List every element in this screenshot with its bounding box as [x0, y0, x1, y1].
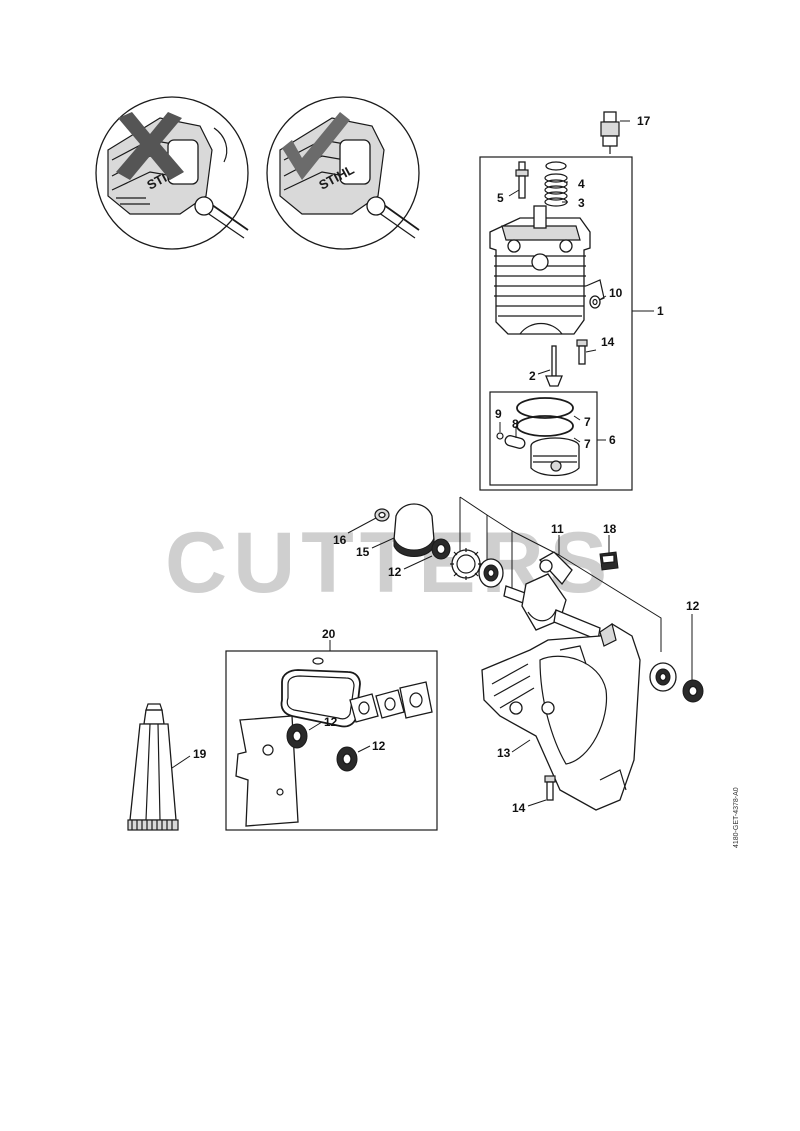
correct-orientation-illustration: STIHL [266, 96, 420, 250]
right-oil-seal-part [682, 679, 704, 703]
piston-ring-upper [516, 397, 574, 419]
callout-12-box-lower: 12 [372, 739, 386, 753]
callout-10: 10 [609, 286, 623, 300]
callout-11: 11 [551, 522, 564, 536]
piston-part [530, 437, 580, 477]
callout-14-upper: 14 [601, 335, 615, 349]
leader-lines [171, 120, 693, 807]
callout-8: 8 [512, 417, 519, 431]
callout-5: 5 [497, 191, 504, 205]
callout-12-box-upper: 12 [324, 715, 338, 729]
callout-19: 19 [193, 747, 207, 761]
callout-labels: 17 5 4 3 10 1 14 2 9 8 7 7 6 16 15 12 11… [193, 114, 700, 815]
wrong-cross-icon [116, 112, 184, 180]
ball-bearing-part [478, 558, 504, 588]
circlip-part [496, 432, 504, 440]
cylinder-part [489, 205, 605, 335]
clip-part [599, 551, 619, 571]
callout-4: 4 [578, 177, 585, 191]
callout-7-lower: 7 [584, 437, 591, 451]
piston-pin-part [504, 435, 526, 449]
callout-1: 1 [657, 304, 664, 318]
callout-9: 9 [495, 407, 502, 421]
piston-kit-frame [489, 391, 598, 486]
piston-ring-lower [516, 415, 574, 437]
grease-tube-part [127, 703, 179, 831]
callout-12-flywheel: 12 [388, 565, 402, 579]
washer-part [589, 295, 601, 309]
callout-7-upper: 7 [584, 415, 591, 429]
valve-part [545, 345, 563, 387]
callout-17: 17 [637, 114, 651, 128]
spark-plug-part [600, 111, 620, 154]
document-id: 4180-GET-4378-A0 [733, 787, 740, 848]
valve-spring-part [544, 161, 568, 207]
right-bearing-part [649, 662, 677, 692]
oil-seal-part [431, 538, 451, 560]
callout-18: 18 [603, 522, 617, 536]
correct-check-icon [282, 112, 350, 180]
cylinder-kit-frame [479, 156, 633, 491]
gear-part [450, 548, 482, 580]
screw-part [576, 339, 588, 365]
crankcase-part [481, 623, 641, 811]
callout-20: 20 [322, 627, 336, 641]
crankcase-screw-part [544, 775, 556, 801]
callout-16: 16 [333, 533, 347, 547]
flywheel-cap-part [393, 503, 435, 557]
callout-2: 2 [529, 369, 536, 383]
callout-13: 13 [497, 746, 511, 760]
gasket-set-frame [225, 650, 438, 831]
gasket-set-part [235, 657, 433, 827]
crankshaft-part [503, 551, 601, 641]
wrong-orientation-illustration: STIHL [95, 96, 249, 250]
callout-12-right: 12 [686, 599, 700, 613]
nut-part [374, 508, 390, 522]
stud-bolt-part [515, 161, 529, 199]
callout-14-lower: 14 [512, 801, 526, 815]
callout-3: 3 [578, 196, 585, 210]
callout-6: 6 [609, 433, 616, 447]
callout-15: 15 [356, 545, 370, 559]
